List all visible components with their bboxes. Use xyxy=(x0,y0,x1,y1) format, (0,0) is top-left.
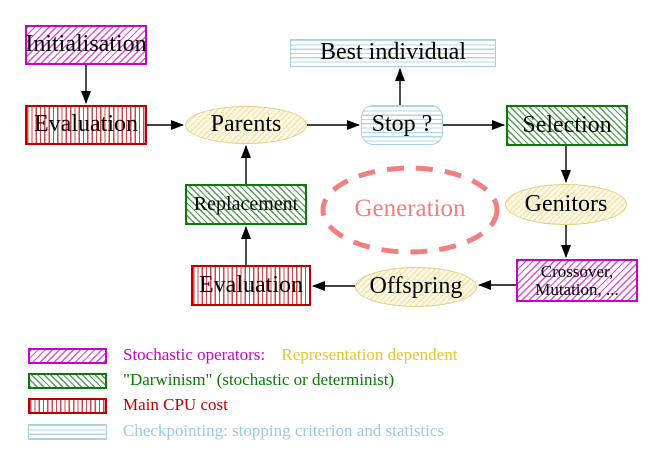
node-crossover-line2: Mutation, ... xyxy=(535,279,619,299)
node-replacement-label: Replacement xyxy=(193,193,299,215)
green-hatch-swatch xyxy=(28,373,107,389)
node-offspring: Offspring xyxy=(355,267,477,307)
node-stop-decision: Stop ? xyxy=(361,105,443,145)
node-offspring-label: Offspring xyxy=(369,273,463,300)
legend-text-darwinism: "Darwinism" (stochastic or determinist) xyxy=(123,370,395,389)
magenta-hatch-swatch xyxy=(28,348,107,364)
node-crossover-mutation: Crossover, Mutation, ... xyxy=(516,259,638,302)
node-parents-label: Parents xyxy=(210,111,282,138)
node-best-individual-label: Best individual xyxy=(320,39,466,66)
node-evaluation-top-label: Evaluation xyxy=(34,111,138,138)
node-evaluation-bottom: Evaluation xyxy=(191,265,311,306)
node-best-individual: Best individual xyxy=(290,39,496,67)
legend-text-stochastic: Stochastic operators: xyxy=(123,345,266,364)
legend-label: Checkpointing: stopping criterion and st… xyxy=(123,421,662,441)
red-stripes-swatch xyxy=(28,398,107,414)
legend-text-representation: Representation dependent xyxy=(281,345,458,364)
node-crossover-line1: Crossover, xyxy=(540,261,614,281)
node-stop-label: Stop ? xyxy=(371,111,433,138)
node-initialisation: Initialisation xyxy=(25,25,147,65)
node-replacement: Replacement xyxy=(185,184,307,225)
legend-text-checkpointing: Checkpointing: stopping criterion and st… xyxy=(123,421,445,440)
legend-label: "Darwinism" (stochastic or determinist) xyxy=(123,370,662,390)
node-initialisation-label: Initialisation xyxy=(25,31,147,58)
node-selection-label: Selection xyxy=(522,111,612,138)
node-evaluation-top: Evaluation xyxy=(25,105,147,145)
node-evaluation-bottom-label: Evaluation xyxy=(199,271,303,298)
cyan-stripes-swatch xyxy=(28,424,107,440)
generation-label: Generation xyxy=(354,195,466,222)
legend-label: Main CPU cost xyxy=(123,395,662,415)
node-selection: Selection xyxy=(506,105,628,146)
node-genitors: Genitors xyxy=(505,184,627,225)
node-genitors-label: Genitors xyxy=(524,190,608,217)
legend-text-cpu-cost: Main CPU cost xyxy=(123,395,228,414)
node-parents: Parents xyxy=(185,106,307,144)
legend-label: Stochastic operators: Representation dep… xyxy=(123,345,662,365)
